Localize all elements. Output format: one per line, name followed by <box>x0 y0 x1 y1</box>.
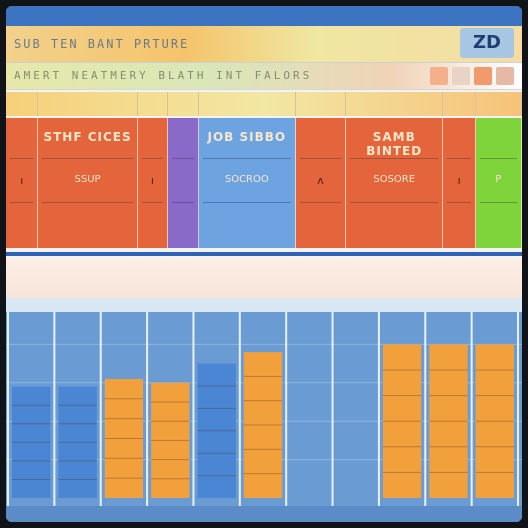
swatch-icon[interactable] <box>474 67 492 85</box>
tile-divider <box>202 202 291 203</box>
column-header-cell[interactable] <box>138 92 169 116</box>
tile-value: SSUP <box>74 174 101 185</box>
tile-divider <box>10 158 34 159</box>
summary-tile[interactable]: SAMB BINTED SOSORE <box>346 118 444 248</box>
tile-divider <box>42 202 133 203</box>
tile-mark-icon: ı <box>457 174 461 187</box>
chart-top-strip <box>6 298 522 312</box>
tile-divider <box>202 158 291 159</box>
summary-tile[interactable]: JOB SIBBO SOCROO <box>198 118 296 248</box>
summary-tile[interactable]: STHF CICES SSUP <box>38 118 138 248</box>
tile-divider <box>42 158 133 159</box>
bar-chart-panel <box>6 298 522 522</box>
chart-bar[interactable] <box>12 386 51 498</box>
tile-value: P <box>495 174 502 185</box>
tile-title: JOB SIBBO <box>207 130 287 144</box>
tile-divider <box>479 158 518 159</box>
column-header-cell[interactable] <box>38 92 138 116</box>
section-divider <box>6 252 522 256</box>
tile-divider <box>479 202 518 203</box>
tile-divider <box>10 202 34 203</box>
swatch-icon[interactable] <box>430 67 448 85</box>
summary-tile[interactable]: ı <box>6 118 39 248</box>
tile-title: STHF CICES <box>43 130 132 144</box>
app-window: SUB TEN BANT PRTURE ZD AMERT NEATMERY BL… <box>6 6 522 522</box>
swatch-icon[interactable] <box>496 67 514 85</box>
column-header-cell[interactable] <box>443 92 476 116</box>
tile-title: SAMB BINTED <box>366 130 423 158</box>
top-bar <box>6 6 522 26</box>
title-bar: SUB TEN BANT PRTURE ZD <box>6 26 522 63</box>
summary-tile[interactable]: ı <box>137 118 169 248</box>
column-header-cell[interactable] <box>168 92 199 116</box>
tile-divider <box>172 202 194 203</box>
chart-bar[interactable] <box>429 344 468 498</box>
tile-divider <box>447 158 471 159</box>
window-title: SUB TEN BANT PRTURE <box>14 37 190 51</box>
brand-logo-icon[interactable]: ZD <box>460 28 514 58</box>
menu-items[interactable]: AMERT NEATMERY BLATH INT FALORS <box>14 69 313 82</box>
chart-bar[interactable] <box>197 363 236 498</box>
chart-bar[interactable] <box>475 344 514 498</box>
bar-chart <box>6 298 522 522</box>
tile-divider <box>141 202 164 203</box>
tile-value: SOCROO <box>224 174 269 185</box>
tile-divider <box>299 202 342 203</box>
column-header-cell[interactable] <box>199 92 296 116</box>
chart-bar[interactable] <box>58 386 97 498</box>
tile-divider <box>141 158 164 159</box>
column-header-cell[interactable] <box>296 92 347 116</box>
chart-bottom-strip <box>6 506 522 522</box>
swatch-icon[interactable] <box>452 67 470 85</box>
summary-tile[interactable]: P <box>475 118 522 248</box>
chart-bar[interactable] <box>151 382 190 498</box>
summary-tile[interactable]: ʌ <box>295 118 347 248</box>
tile-header-row <box>6 92 522 116</box>
summary-tiles: ı STHF CICES SSUP ı JOB SIBBO SOCROO ʌ SAMB BIN… <box>6 118 522 248</box>
tile-mark-icon: ı <box>20 174 24 187</box>
tile-divider <box>350 202 439 203</box>
chart-bar[interactable] <box>243 352 283 498</box>
tile-divider <box>447 202 471 203</box>
tile-divider <box>299 158 342 159</box>
column-header-cell[interactable] <box>476 92 522 116</box>
filter-text <box>16 268 512 288</box>
chart-bar[interactable] <box>382 344 422 498</box>
tile-mark-icon: ı <box>150 174 154 187</box>
filter-bar <box>6 258 522 299</box>
toolbar-swatches <box>430 67 514 85</box>
tile-value: SOSORE <box>373 174 416 185</box>
menu-bar: AMERT NEATMERY BLATH INT FALORS <box>6 63 522 90</box>
chart-bar[interactable] <box>104 379 144 498</box>
column-header-cell[interactable] <box>346 92 444 116</box>
column-header-cell[interactable] <box>6 92 39 116</box>
tile-divider <box>172 158 194 159</box>
tile-divider <box>350 158 439 159</box>
summary-tile[interactable]: ı <box>443 118 476 248</box>
tile-mark-icon: ʌ <box>317 174 324 187</box>
summary-tile[interactable] <box>168 118 199 248</box>
